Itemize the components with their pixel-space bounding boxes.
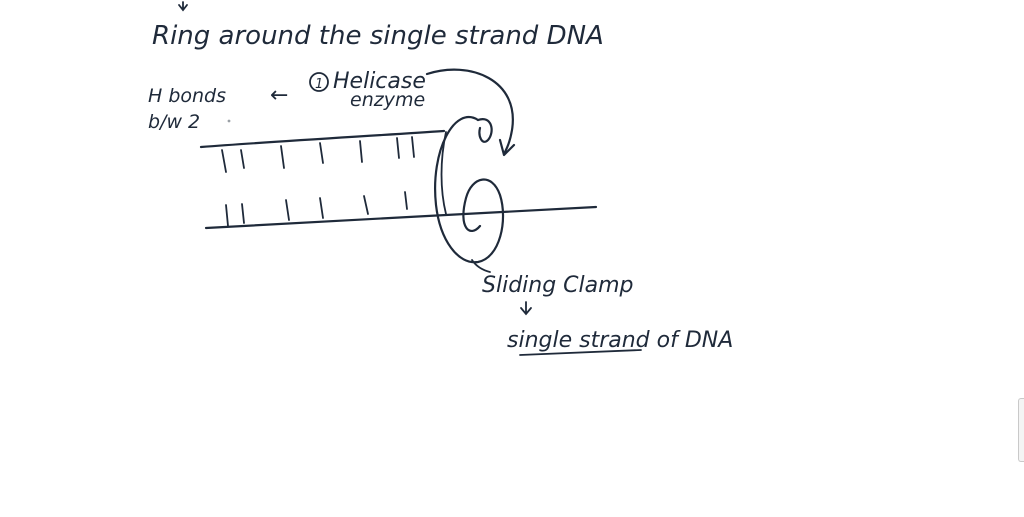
hbonds-arrow: ← (270, 83, 288, 108)
helicase-ring (434, 116, 505, 264)
step-one-number: 1 (315, 77, 323, 92)
enzyme-label: enzyme (350, 89, 425, 111)
curved-arrow-head (498, 138, 516, 157)
ring-note-text: Ring around the single strand DNA (152, 21, 604, 51)
curved-arrow (425, 68, 514, 156)
single-strand-underline (519, 349, 642, 356)
top-down-arrow (178, 1, 188, 12)
clamp-pointer (471, 259, 491, 273)
bottom-dna-strand (204, 205, 598, 230)
sliding-clamp-label: Sliding Clamp (482, 273, 634, 298)
helicase-label: Helicase (333, 69, 426, 94)
hbonds-label-line1: H bonds (148, 85, 226, 107)
top-strand-base-ticks (221, 136, 415, 173)
clamp-down-arrow (520, 301, 532, 316)
step-one-circle (309, 72, 329, 92)
side-panel-handle[interactable] (1018, 398, 1024, 462)
top-dna-strand (199, 129, 446, 149)
ring-inner-edge (440, 131, 447, 215)
hbonds-label-line2: b/w 2 (148, 111, 200, 133)
ring-top-lip (476, 118, 493, 143)
bottom-strand-base-ticks (225, 191, 408, 227)
single-strand-label: single strand of DNA (507, 328, 733, 353)
stray-dot (227, 119, 231, 123)
